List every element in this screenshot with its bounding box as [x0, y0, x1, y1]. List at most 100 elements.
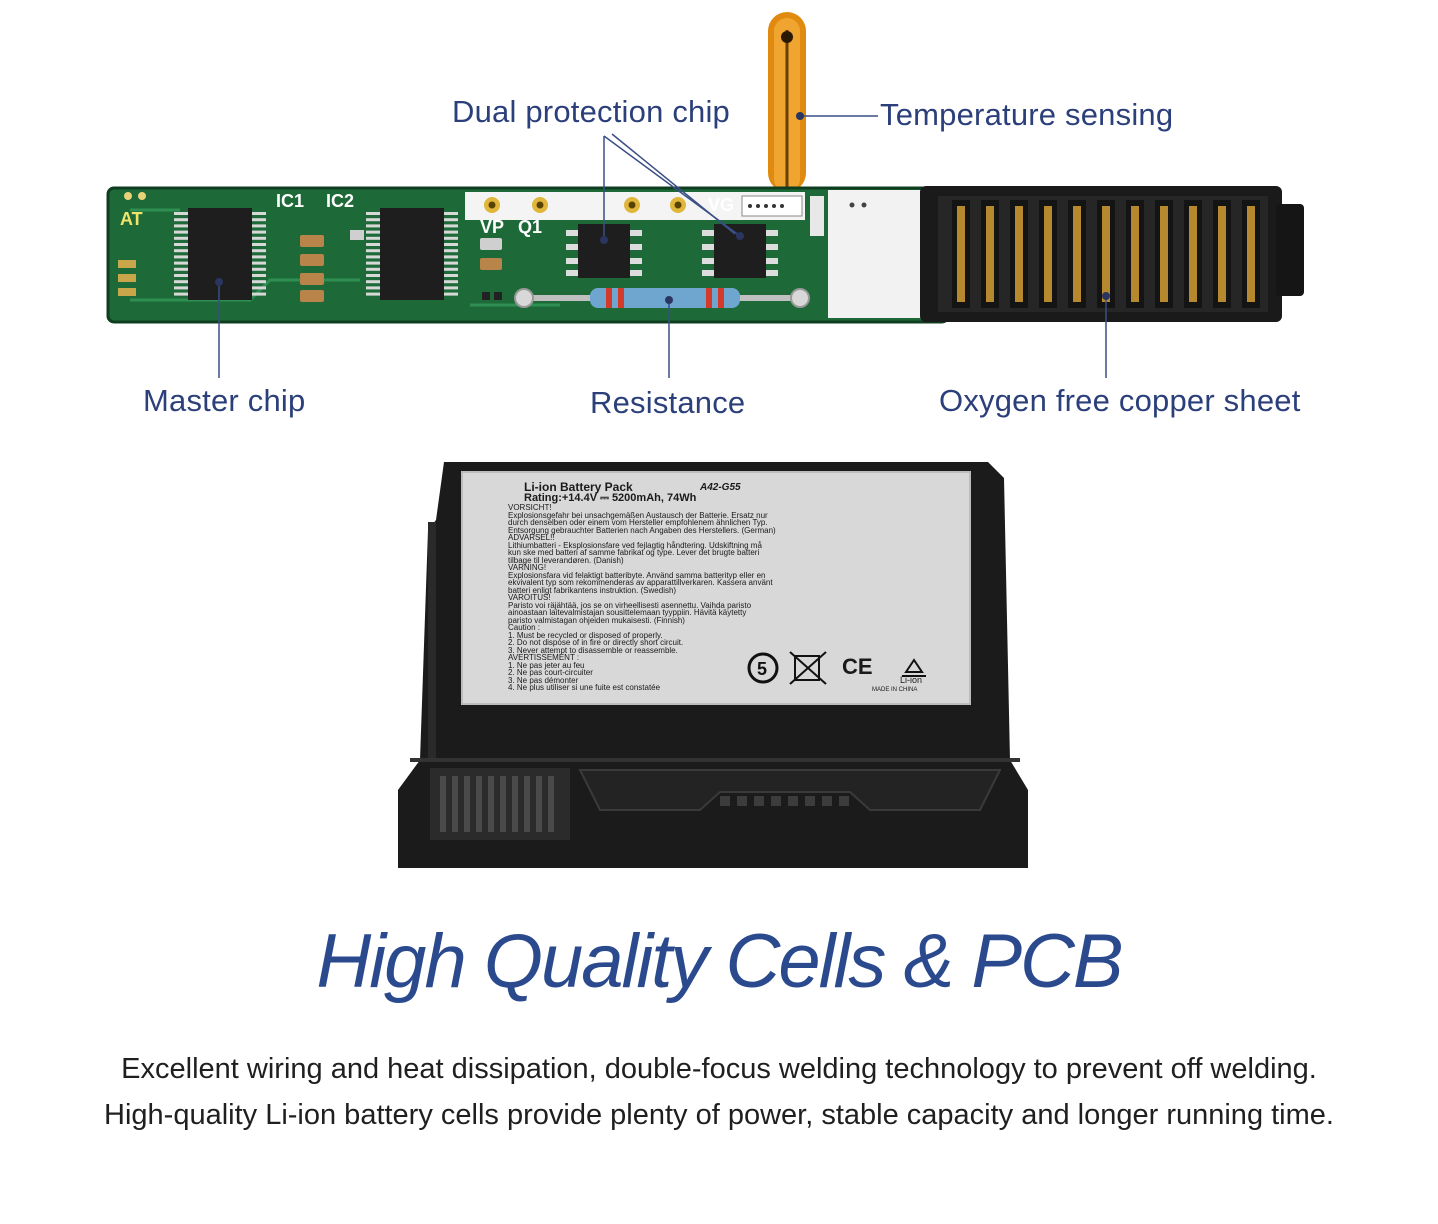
- callout-dual-protection-chip: Dual protection chip: [452, 94, 730, 129]
- battery-label-model: A42-G55: [700, 482, 741, 493]
- chip-pin: [252, 286, 266, 290]
- chip-pin: [444, 249, 458, 253]
- battery-warning-line: ADVARSEL!!: [508, 533, 555, 542]
- chip-pin: [252, 280, 266, 284]
- battery-warning-line: durch denselben oder einem vom Herstelle…: [508, 518, 768, 527]
- chip-pin: [366, 230, 380, 234]
- chip-pin: [174, 286, 188, 290]
- chip-pin: [174, 267, 188, 271]
- battery-warning-line: Lithiumbatteri - Eksplosionsfare ved fej…: [508, 540, 762, 550]
- connector-rib: [548, 776, 554, 832]
- callout-oxygen-free-copper-sheet: Oxygen free copper sheet: [939, 383, 1301, 418]
- battery-warning-line: VARNING!: [508, 563, 547, 572]
- chip-pin: [252, 224, 266, 228]
- battery-warning-line: 1. Ne pas jeter au feu: [508, 660, 585, 670]
- callout-lines: [218, 115, 1107, 378]
- temperature-sensor-flex: [768, 12, 806, 192]
- weee-bin-icon: [789, 651, 827, 685]
- chip-pin: [252, 218, 266, 222]
- vent-slot: [805, 796, 815, 806]
- recycle-icon: [902, 658, 926, 677]
- chip-pin: [366, 261, 380, 265]
- copper-contact: [1189, 206, 1197, 302]
- connector-rib: [500, 776, 506, 832]
- description-line-1: Excellent wiring and heat dissipation, d…: [121, 1053, 1317, 1085]
- chip-pin: [444, 292, 458, 296]
- copper-contact: [1160, 206, 1168, 302]
- chip-pin: [174, 249, 188, 253]
- chip-pin: [444, 218, 458, 222]
- ce-mark: CE: [842, 654, 873, 679]
- battery-warning-line: kun ske med batteri af samme fabrikat og…: [508, 548, 760, 557]
- liion-mark: Li-ion: [900, 675, 923, 685]
- battery-warning-line: AVERTISSEMENT :: [508, 653, 580, 662]
- chip-pin: [174, 255, 188, 259]
- callout-resistance: Resistance: [590, 385, 746, 420]
- chip-pin: [444, 261, 458, 265]
- vent-slot: [788, 796, 798, 806]
- pcb-marking-at: AT: [120, 209, 143, 229]
- battery-warning-line: tilbage til leverandøren. (Danish): [508, 555, 624, 565]
- chip-pin: [366, 249, 380, 253]
- connector-rib: [524, 776, 530, 832]
- vent-slot: [720, 796, 730, 806]
- chip-pin: [174, 274, 188, 277]
- chip-pin: [174, 212, 188, 215]
- connector-rib: [476, 776, 482, 832]
- battery-warning-line: Paristo voi räjähtää, jos se on virheell…: [508, 600, 752, 610]
- chip-pin: [366, 286, 380, 290]
- copper-contact: [1131, 206, 1139, 302]
- chip-pin: [444, 236, 458, 240]
- chip-pin: [174, 224, 188, 228]
- chip-pin: [444, 267, 458, 271]
- chip-pin: [444, 274, 458, 277]
- battery-warning-line: VAROITUS!: [508, 593, 551, 602]
- pcb-marking-ic2: IC2: [326, 191, 355, 211]
- copper-contact: [986, 206, 994, 302]
- vent-slot: [839, 796, 849, 806]
- connector-rib: [440, 776, 446, 832]
- battery-warning-line: Explosionsgefahr bei unsachgemäßen Austa…: [508, 510, 768, 520]
- copper-contact: [1247, 206, 1255, 302]
- chip-pin: [366, 274, 380, 277]
- chip-pin: [174, 243, 188, 246]
- copper-contact: [1073, 206, 1081, 302]
- chip-pin: [252, 230, 266, 234]
- battery-warning-line: Entsorgung gebrauchter Batterien nach An…: [508, 525, 776, 535]
- chip-pin: [366, 236, 380, 240]
- chip-pin: [252, 212, 266, 215]
- battery-warning-line: 3. Never attempt to disassemble or reass…: [508, 645, 678, 655]
- chip-pin: [252, 236, 266, 240]
- chip-pin: [252, 267, 266, 271]
- chip-pin: [174, 292, 188, 296]
- chip-pin: [252, 249, 266, 253]
- chip-pin: [252, 261, 266, 265]
- chip-pin: [174, 261, 188, 265]
- battery-warning-line: 1. Must be recycled or disposed of prope…: [508, 630, 663, 640]
- headline: High Quality Cells & PCB: [316, 919, 1123, 1004]
- battery-warning-line: batteri enligt fabrikantens instruktion.…: [508, 585, 677, 595]
- chip-pin: [444, 255, 458, 259]
- smd-components: [300, 230, 502, 302]
- connector-rib: [536, 776, 542, 832]
- battery-warning-line: ainoastaan laitevalmistajan sousittelema…: [508, 608, 747, 617]
- chip-pin: [444, 243, 458, 246]
- connector-rib: [452, 776, 458, 832]
- resistance-component: [514, 288, 810, 308]
- chip-pin: [252, 255, 266, 259]
- vent-slot: [754, 796, 764, 806]
- made-in-china: MADE IN CHINA: [872, 687, 918, 693]
- copper-contact: [1102, 206, 1110, 302]
- chip-pin: [444, 230, 458, 234]
- chip-pin: [366, 255, 380, 259]
- battery-warning-line: 2. Ne pas court-circuiter: [508, 668, 593, 677]
- copper-connector: [920, 186, 1304, 322]
- chip-pin: [366, 218, 380, 222]
- battery-warning-line: 4. Ne plus utiliser si une fuite est con…: [508, 683, 661, 692]
- chip-pin: [366, 224, 380, 228]
- vg-header: [741, 195, 824, 236]
- vent-slot: [822, 796, 832, 806]
- battery-warning-line: ekvivalent typ som rekommenderas av appa…: [508, 578, 773, 587]
- connector-rib: [488, 776, 494, 832]
- connector-rib: [464, 776, 470, 832]
